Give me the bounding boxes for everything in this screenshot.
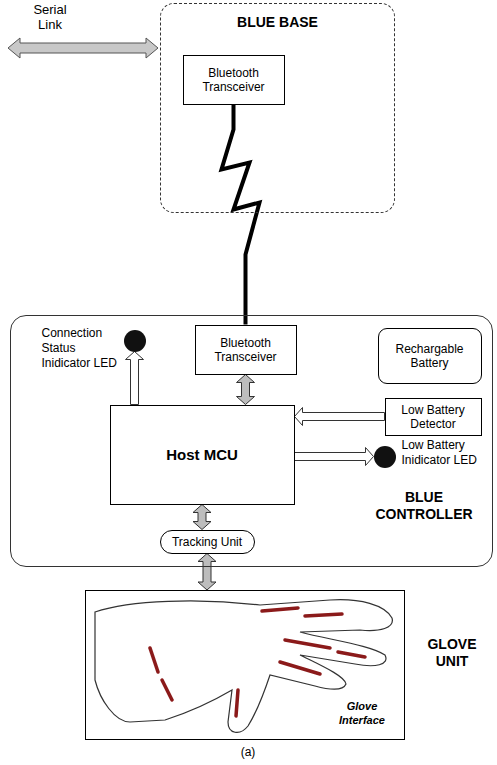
led-indicator: Connection Status Inidicator LED (124, 330, 146, 352)
glove-outline (95, 600, 392, 733)
bidirectional-arrow (237, 375, 255, 405)
transceiver-box: Bluetooth Transceiver (183, 55, 285, 105)
node-text: GLOVE UNIT (416, 636, 488, 670)
node-text: Glove Interface (324, 699, 400, 727)
glove-sensors (150, 608, 365, 716)
glove-box: Glove InterfaceGLOVE UNIT (85, 590, 405, 740)
controller-box: BLUE CONTROLLER Connection Status Inidica… (10, 315, 493, 567)
node-text: Tracking Unit (172, 535, 242, 549)
node-text: Low Battery Detector (389, 403, 478, 431)
node-text: BLUE BASE (161, 14, 394, 31)
diagram-label: (a) (228, 745, 268, 760)
base-station-box: BLUE BASE Bluetooth Transceiver (160, 3, 395, 213)
signal-arrow (295, 408, 385, 426)
node-text: Bluetooth Transceiver (187, 66, 281, 94)
led-indicator: Low Battery Inidicator LED (374, 446, 396, 468)
node-text: Rechargable Battery (382, 342, 478, 370)
serial-link-arrow (8, 38, 158, 58)
node-text: BLUE CONTROLLER (369, 489, 479, 523)
detector-box: Low Battery Detector (385, 398, 482, 436)
bidirectional-arrow (198, 554, 216, 591)
node-text: Bluetooth Transceiver (199, 336, 293, 364)
wireless-link (222, 105, 260, 325)
tracking-unit-pill: Tracking Unit (160, 530, 255, 554)
node-text: Low Battery Inidicator LED (402, 438, 490, 468)
bidirectional-arrow (193, 505, 211, 530)
diagram-label: Serial Link (20, 2, 80, 32)
node-text: Connection Status Inidicator LED (42, 326, 118, 371)
signal-arrow (295, 448, 374, 466)
battery-box: Rechargable Battery (378, 328, 482, 384)
node-text: Host MCU (166, 446, 238, 464)
transceiver-box: Bluetooth Transceiver (195, 325, 297, 375)
signal-arrow (126, 352, 144, 405)
mcu-box: Host MCU (110, 405, 295, 505)
